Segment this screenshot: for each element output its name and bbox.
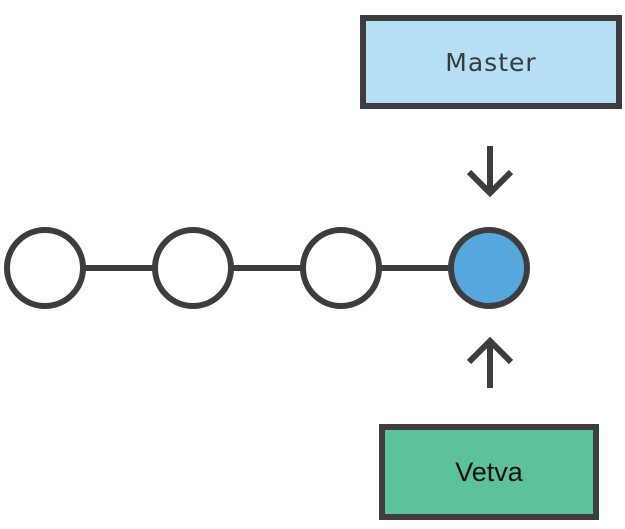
commit-3 [300, 227, 382, 309]
commits [4, 227, 530, 309]
branch-label: Vetva [455, 457, 524, 487]
master-branch-label: Master [360, 15, 622, 109]
master-label: Master [445, 48, 536, 77]
commit-2 [152, 227, 234, 309]
branch-box [379, 424, 599, 520]
commit-head [448, 227, 530, 309]
arrow-up-icon [466, 336, 514, 388]
master-box [360, 15, 622, 109]
commit-1 [4, 227, 86, 309]
branch-label-group: Vetva [379, 424, 599, 520]
arrow-down-icon [466, 146, 514, 198]
